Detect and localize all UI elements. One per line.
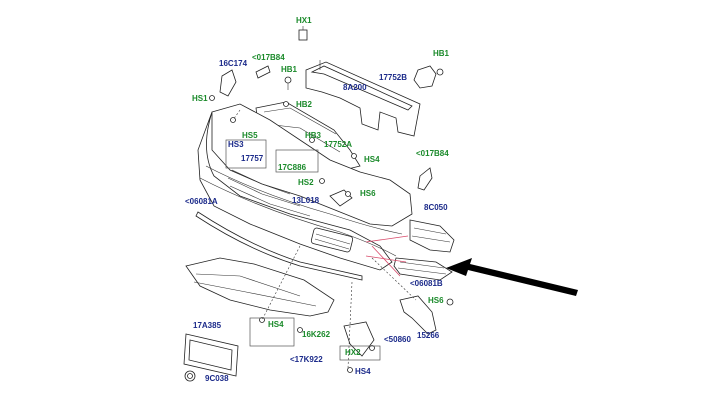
label-hx2: HX2: [345, 348, 361, 357]
label-hs4-mid: HS4: [364, 155, 380, 164]
label-hb3: HB3: [305, 131, 322, 140]
label-hb1-left: HB1: [281, 65, 298, 74]
label-17752a: 17752A: [324, 140, 352, 149]
bracket-15266: [399, 295, 437, 335]
label-16k262: 16K262: [302, 330, 331, 339]
label-017b84-right: <017B84: [416, 149, 449, 158]
grille-06081b: [393, 257, 453, 281]
fasteners: [209, 95, 375, 373]
label-8a200: 8A200: [343, 83, 367, 92]
label-hx1: HX1: [296, 16, 312, 25]
label-hs5: HS5: [242, 131, 258, 140]
bolt-hs6-right: [446, 298, 454, 306]
label-hb1-right: HB1: [433, 49, 450, 58]
label-hb2: HB2: [296, 100, 313, 109]
label-17752b: 17752B: [379, 73, 407, 82]
label-16c174: 16C174: [219, 59, 248, 68]
skid-plate: [185, 257, 335, 317]
licence-plate-bracket: [183, 333, 239, 377]
label-hs4-low: HS4: [268, 320, 284, 329]
label-hs3: HS3: [228, 140, 244, 149]
label-06081a: <06081A: [185, 197, 218, 206]
label-8c050: 8C050: [424, 203, 448, 212]
label-15266: 15266: [417, 331, 440, 340]
bumper-cover: [197, 103, 413, 271]
bracket-50860: [343, 321, 375, 357]
label-17c886: 17C886: [278, 163, 307, 172]
clip-hs6-mid: [345, 191, 351, 197]
label-hs4-bottom: HS4: [355, 367, 371, 376]
cover-lower-vent: [310, 227, 354, 253]
bumper-beam: [305, 60, 421, 137]
bolt-9c038: [184, 370, 196, 382]
label-17k922: <17K922: [290, 355, 323, 364]
label-9c038: 9C038: [205, 374, 229, 383]
label-017b84-top: <017B84: [252, 53, 285, 62]
lower-strip: [195, 211, 363, 281]
assembly-lines: [232, 109, 417, 369]
label-17a385: 17A385: [193, 321, 222, 330]
clip-hx1: [298, 26, 308, 41]
bolt-hb1-left: [284, 76, 292, 90]
tow-eye-cover: [219, 69, 237, 97]
label-hs2-mid: HS2: [298, 178, 314, 187]
label-frames: [225, 139, 381, 361]
label-hs6-right: HS6: [428, 296, 444, 305]
pointer-arrow: [446, 258, 578, 296]
label-50860: <50860: [384, 335, 411, 344]
label-hs1: HS1: [192, 94, 208, 103]
label-hs6-mid: HS6: [360, 189, 376, 198]
cap-017b84-right: [417, 167, 433, 191]
cap-017b84-top: [255, 65, 271, 79]
bracket-right-top: [413, 65, 444, 89]
label-06081b: <06081B: [410, 279, 443, 288]
label-13l018: 13L018: [292, 196, 320, 205]
grille-8c050: [409, 219, 455, 253]
label-17757: 17757: [241, 154, 264, 163]
highlight-leaders: [365, 235, 409, 277]
